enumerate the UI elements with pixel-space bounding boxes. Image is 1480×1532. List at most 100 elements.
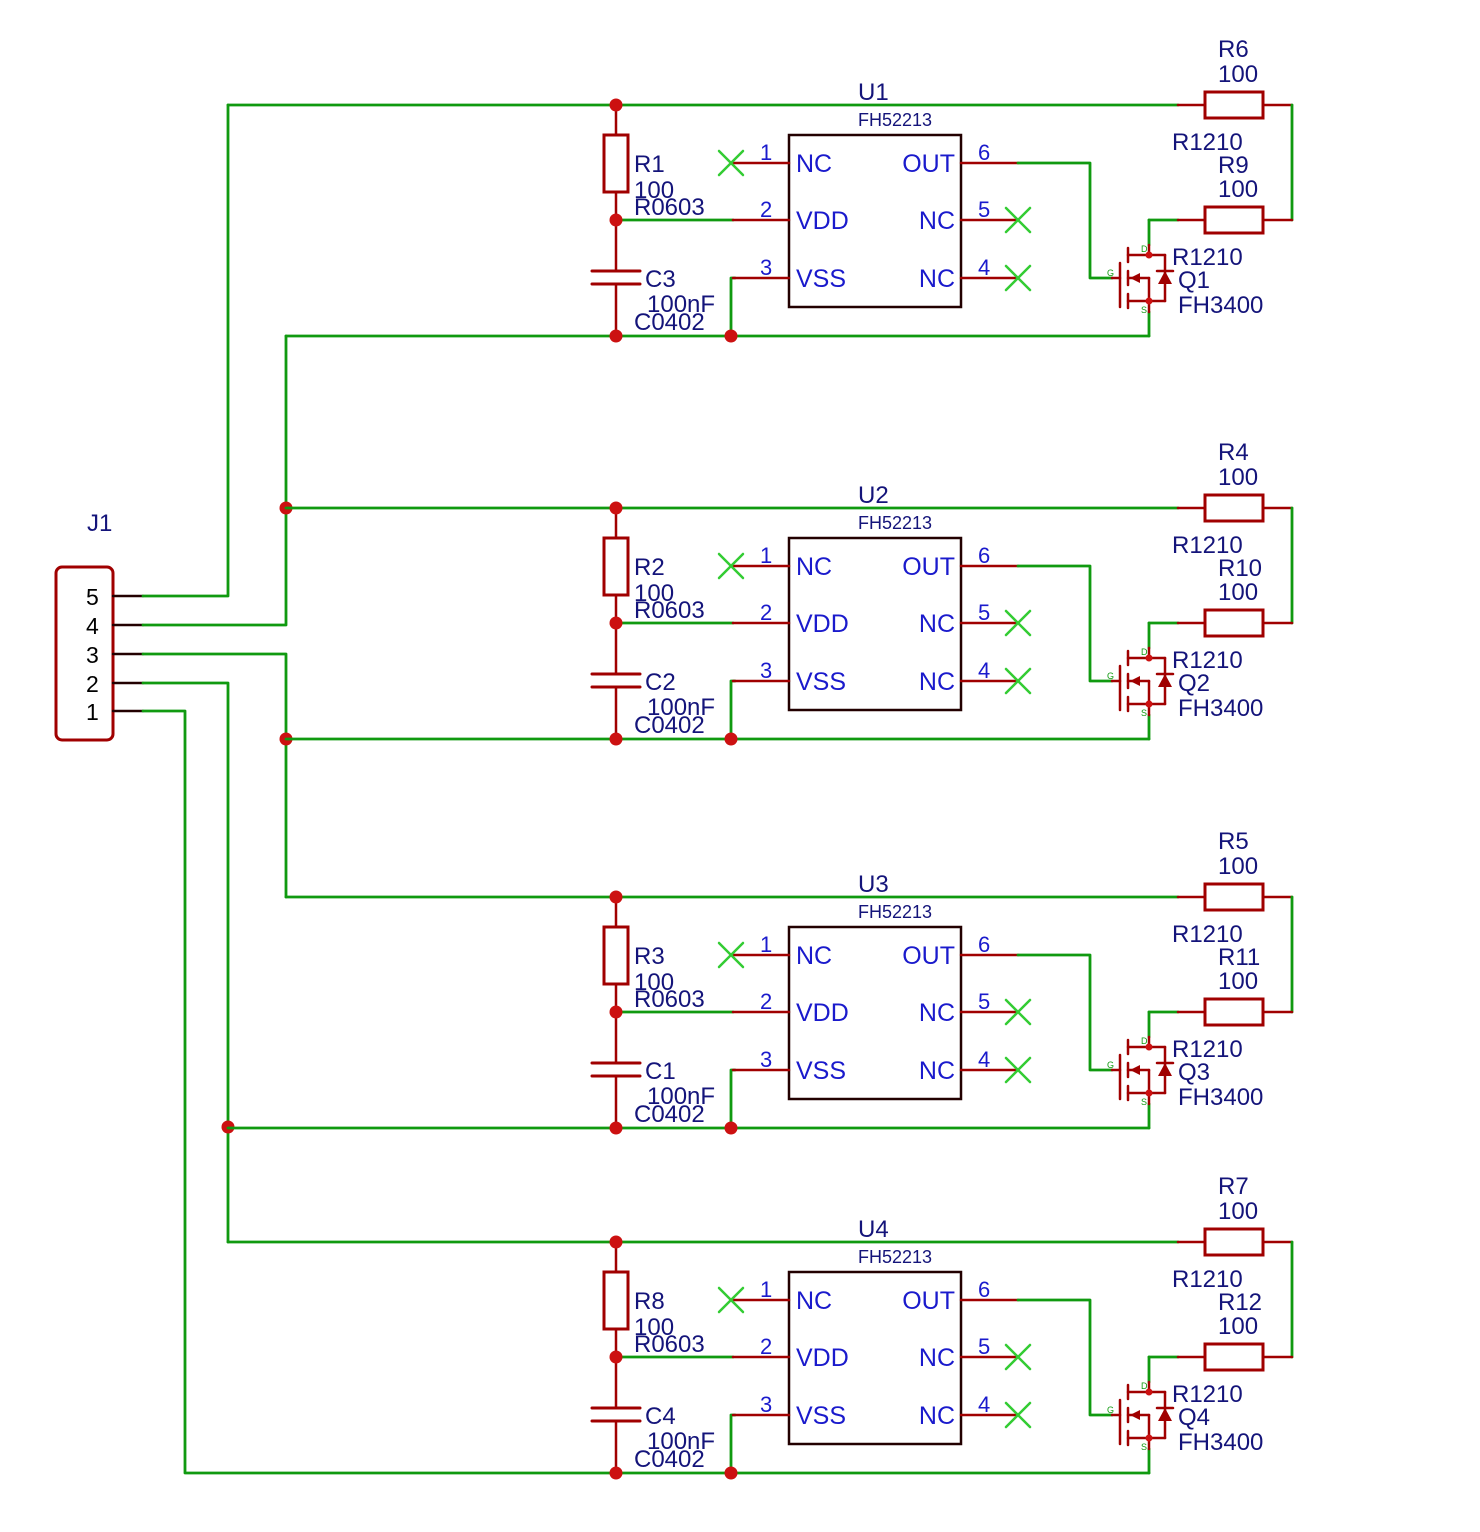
ic-designator: U3	[858, 871, 889, 898]
ic-pin-number: 5	[978, 989, 990, 1014]
connector-pin-number: 4	[86, 613, 99, 639]
ic-pin-number: 2	[760, 989, 772, 1014]
ic-part-number: FH52213	[858, 1247, 932, 1267]
wire-pin5	[141, 103, 230, 598]
junction-dot	[609, 1466, 623, 1480]
supply-resistor-value: 100	[634, 580, 674, 607]
ic-pin-name: VSS	[796, 265, 846, 293]
no-connect-marker	[1004, 667, 1032, 695]
mosfet-junction	[1145, 654, 1153, 662]
ic-pin-number: 1	[760, 140, 772, 165]
top-resistor-package: R1210	[1172, 129, 1243, 156]
ic-pin-number: 6	[978, 140, 990, 165]
capacitor-value: 100nF	[647, 1083, 715, 1110]
resistor-body	[1203, 882, 1265, 912]
ic-pin-number: 6	[978, 1277, 990, 1302]
ic-pin-name: NC	[796, 942, 832, 970]
drain-resistor-package: R1210	[1172, 1381, 1243, 1408]
gate-drive-wire	[1016, 1298, 1114, 1417]
ic-pin-number: 3	[760, 1392, 772, 1417]
no-connect-marker	[1004, 264, 1032, 292]
body-diode	[1158, 1408, 1172, 1421]
connector-body	[54, 565, 115, 742]
ic-pin-name: NC	[919, 1402, 955, 1430]
supply-resistor-value: 100	[634, 177, 674, 204]
mosfet-junction	[1145, 1043, 1153, 1051]
supply-resistor-designator: R8	[634, 1288, 665, 1315]
wire-pin4	[141, 334, 288, 627]
no-connect-marker	[717, 941, 745, 969]
junction-dot	[609, 98, 623, 112]
top-resistor-package: R1210	[1172, 1266, 1243, 1293]
ic-pin-name: OUT	[902, 150, 955, 178]
capacitor-designator: C3	[645, 266, 676, 293]
body-diode	[1158, 674, 1172, 687]
resistor-body	[1203, 90, 1265, 120]
ic-pin-name: VDD	[796, 1344, 849, 1372]
junction-dot	[609, 1121, 623, 1135]
mosfet-designator: Q1	[1178, 267, 1210, 294]
ic-pin-number: 1	[760, 932, 772, 957]
ic-pin-name: NC	[919, 999, 955, 1027]
junction-dot	[609, 616, 623, 630]
no-connect-marker	[1004, 609, 1032, 637]
junction-dot	[609, 1005, 623, 1019]
resistor-body	[1203, 608, 1265, 638]
drain-resistor-value: 100	[1218, 1313, 1258, 1340]
mosfet-source-label: S	[1141, 1442, 1147, 1452]
drain-resistor-value: 100	[1218, 579, 1258, 606]
mosfet-gate-label: G	[1107, 1060, 1114, 1070]
no-connect-marker	[1004, 1343, 1032, 1371]
connector-pin-number: 2	[86, 671, 99, 697]
supply-resistor-designator: R2	[634, 554, 665, 581]
channel-arrow	[1130, 676, 1140, 686]
gate-drive-wire	[1016, 953, 1114, 1072]
resistor-body	[1203, 493, 1265, 523]
ic-pin-name: VDD	[796, 207, 849, 235]
ic-pin-name: OUT	[902, 553, 955, 581]
supply-resistor-value: 100	[634, 1314, 674, 1341]
no-connect-marker	[1004, 1401, 1032, 1429]
ic-pin-number: 5	[978, 197, 990, 222]
no-connect-stroke	[717, 552, 745, 580]
mosfet-junction	[1145, 1388, 1153, 1396]
junction-dot	[609, 501, 623, 515]
ic-pin-number: 4	[978, 1047, 990, 1072]
gate-drive-wire	[1016, 161, 1114, 280]
ic-pin-number: 2	[760, 197, 772, 222]
vss-wire	[729, 679, 737, 741]
no-connect-stroke	[1004, 998, 1032, 1026]
connector-designator: J1	[87, 510, 112, 537]
mosfet-source-label: S	[1141, 1097, 1147, 1107]
ic-pin-number: 3	[760, 658, 772, 683]
no-connect-stroke	[1004, 1343, 1032, 1371]
ic-pin-number: 6	[978, 543, 990, 568]
ic-pin-name: NC	[919, 1344, 955, 1372]
ic-pin-name: OUT	[902, 942, 955, 970]
supply-resistor-package: R0603	[634, 597, 705, 624]
mosfet-part-number: FH3400	[1178, 1084, 1263, 1111]
no-connect-stroke	[1004, 1401, 1032, 1429]
ic-pin-number: 6	[978, 932, 990, 957]
supply-resistor-value: 100	[634, 969, 674, 996]
drain-resistor-designator: R12	[1218, 1289, 1262, 1316]
ic-pin-number: 4	[978, 255, 990, 280]
ic-pin-name: VDD	[796, 999, 849, 1027]
ic-pin-number: 1	[760, 1277, 772, 1302]
supply-resistor-designator: R1	[634, 151, 665, 178]
ic-pin-name: NC	[796, 1287, 832, 1315]
mosfet-gate-label: G	[1107, 671, 1114, 681]
drain-resistor-designator: R9	[1218, 152, 1249, 179]
no-connect-marker	[1004, 998, 1032, 1026]
ic-pin-number: 4	[978, 658, 990, 683]
mosfet-drain-label: D	[1141, 1036, 1148, 1046]
